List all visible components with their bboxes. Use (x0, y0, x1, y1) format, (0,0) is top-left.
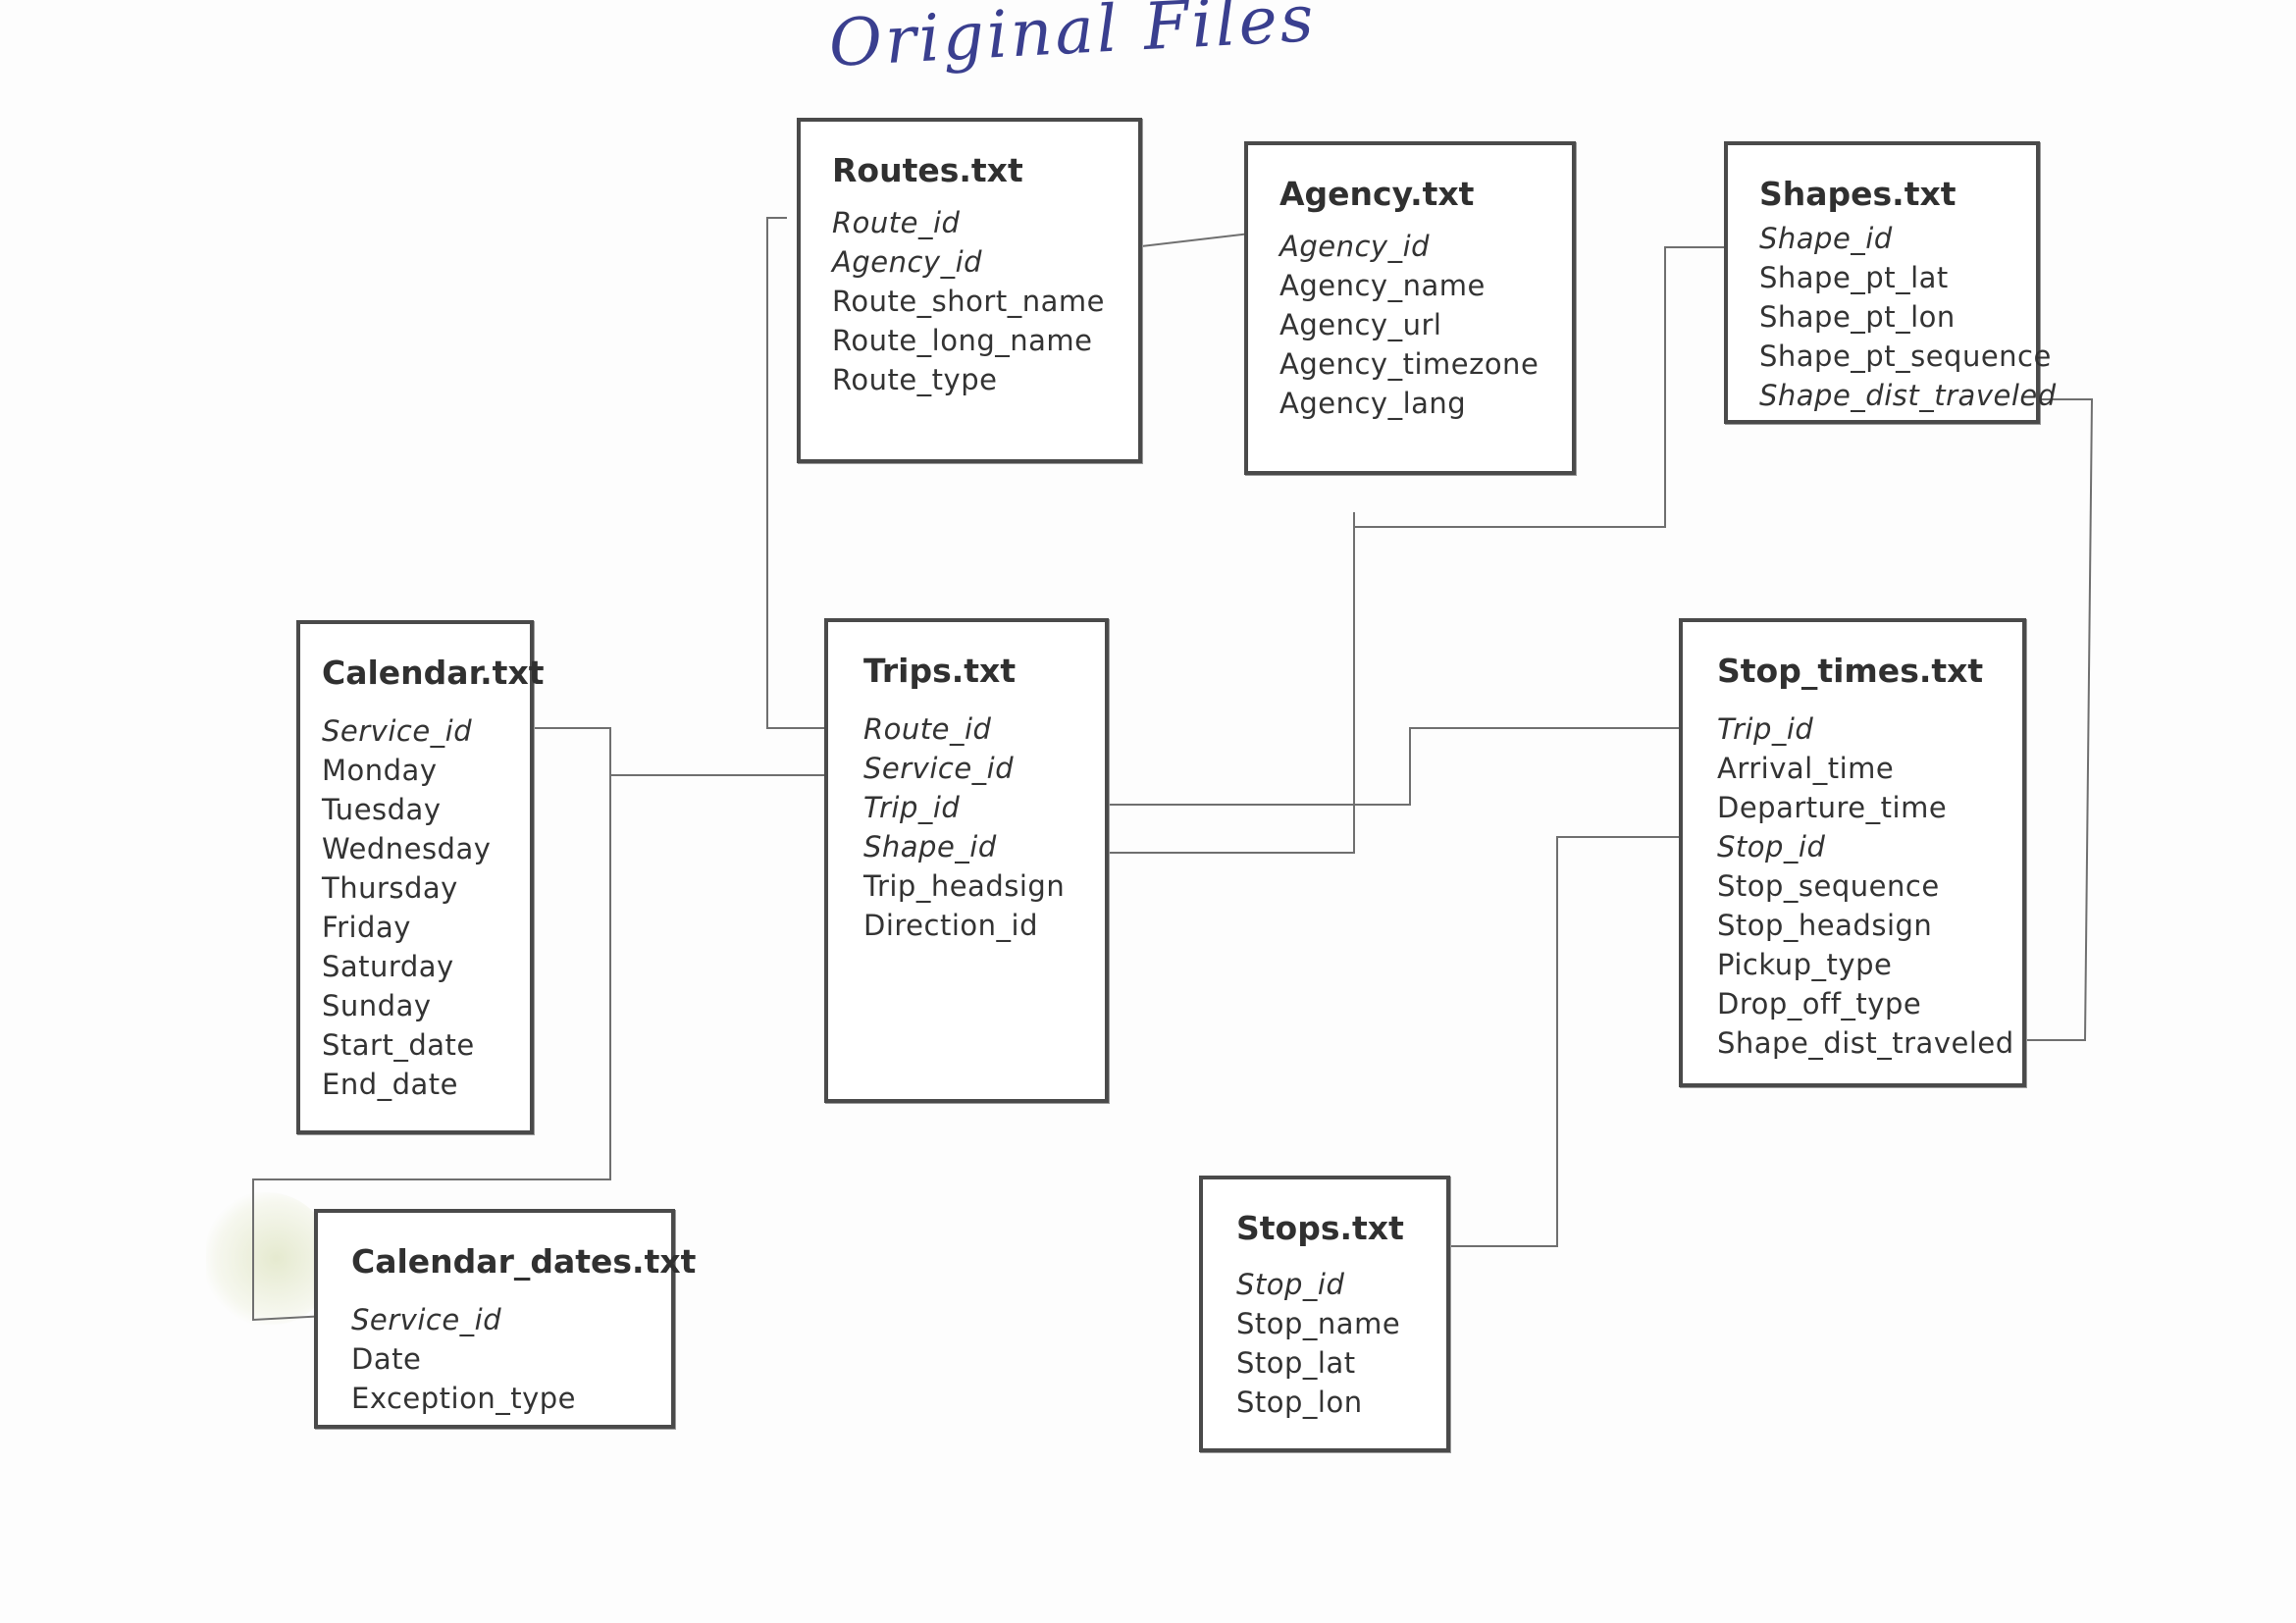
table-title: Stop_times.txt (1717, 652, 1984, 690)
field-sunday: Sunday (322, 989, 432, 1022)
table-routes: Routes.txt Route_id Agency_id Route_shor… (797, 118, 1142, 463)
field-agency-id: Agency_id (832, 245, 983, 279)
field-shape-id: Shape_id (863, 830, 997, 864)
field-stop-sequence: Stop_sequence (1717, 869, 1940, 903)
field-trip-headsign: Trip_headsign (863, 869, 1066, 903)
table-title: Stops.txt (1236, 1209, 1404, 1247)
table-title: Trips.txt (863, 652, 1017, 690)
table-title: Calendar_dates.txt (351, 1242, 697, 1281)
field-shape-pt-lon: Shape_pt_lon (1759, 300, 1956, 334)
field-friday: Friday (322, 911, 411, 944)
table-title: Agency.txt (1279, 175, 1475, 213)
table-title: Routes.txt (832, 151, 1023, 189)
field-stop-lat: Stop_lat (1236, 1346, 1356, 1380)
field-agency-timezone: Agency_timezone (1279, 347, 1539, 381)
field-wednesday: Wednesday (322, 832, 492, 865)
field-shape-id: Shape_id (1759, 222, 1893, 255)
table-title: Calendar.txt (322, 654, 545, 692)
field-agency-name: Agency_name (1279, 269, 1486, 302)
field-date: Date (351, 1342, 422, 1376)
field-start-date: Start_date (322, 1028, 475, 1062)
field-saturday: Saturday (322, 950, 454, 983)
field-agency-id: Agency_id (1279, 230, 1431, 263)
field-agency-lang: Agency_lang (1279, 387, 1467, 420)
field-route-short-name: Route_short_name (832, 285, 1105, 318)
field-stop-name: Stop_name (1236, 1307, 1401, 1340)
field-shape-dist-traveled: Shape_dist_traveled (1759, 379, 2057, 412)
field-monday: Monday (322, 754, 438, 787)
field-stop-id: Stop_id (1236, 1268, 1345, 1301)
field-end-date: End_date (322, 1068, 459, 1101)
field-pickup-type: Pickup_type (1717, 948, 1893, 981)
field-trip-id: Trip_id (863, 791, 961, 824)
field-service-id: Service_id (322, 714, 473, 748)
page-title: Original Files (826, 0, 1319, 81)
table-stop-times: Stop_times.txt Trip_id Arrival_time Depa… (1679, 618, 2026, 1087)
field-shape-pt-sequence: Shape_pt_sequence (1759, 340, 2052, 373)
field-drop-off-type: Drop_off_type (1717, 987, 1922, 1021)
field-departure-time: Departure_time (1717, 791, 1948, 824)
field-agency-url: Agency_url (1279, 308, 1442, 341)
field-thursday: Thursday (322, 871, 458, 905)
table-calendar-dates: Calendar_dates.txt Service_id Date Excep… (314, 1209, 696, 1429)
table-shapes: Shapes.txt Shape_id Shape_pt_lat Shape_p… (1724, 141, 2056, 424)
table-title: Shapes.txt (1759, 175, 1957, 213)
table-stops: Stops.txt Stop_id Stop_name Stop_lat Sto… (1199, 1176, 1450, 1452)
field-stop-headsign: Stop_headsign (1717, 909, 1933, 942)
field-route-type: Route_type (832, 363, 998, 396)
field-route-id: Route_id (832, 206, 961, 239)
field-service-id: Service_id (863, 752, 1015, 785)
field-exception-type: Exception_type (351, 1382, 577, 1415)
field-trip-id: Trip_id (1717, 712, 1814, 746)
field-direction-id: Direction_id (863, 909, 1038, 942)
table-trips: Trips.txt Route_id Service_id Trip_id Sh… (824, 618, 1109, 1103)
field-tuesday: Tuesday (322, 793, 442, 826)
field-route-id: Route_id (863, 712, 992, 746)
field-shape-pt-lat: Shape_pt_lat (1759, 261, 1949, 294)
field-stop-id: Stop_id (1717, 830, 1826, 864)
table-calendar: Calendar.txt Service_id Monday Tuesday W… (296, 620, 545, 1134)
field-service-id: Service_id (351, 1303, 502, 1336)
table-agency: Agency.txt Agency_id Agency_name Agency_… (1244, 141, 1576, 475)
field-route-long-name: Route_long_name (832, 324, 1093, 357)
field-arrival-time: Arrival_time (1717, 752, 1895, 785)
field-shape-dist-traveled: Shape_dist_traveled (1717, 1026, 2014, 1060)
field-stop-lon: Stop_lon (1236, 1386, 1363, 1419)
